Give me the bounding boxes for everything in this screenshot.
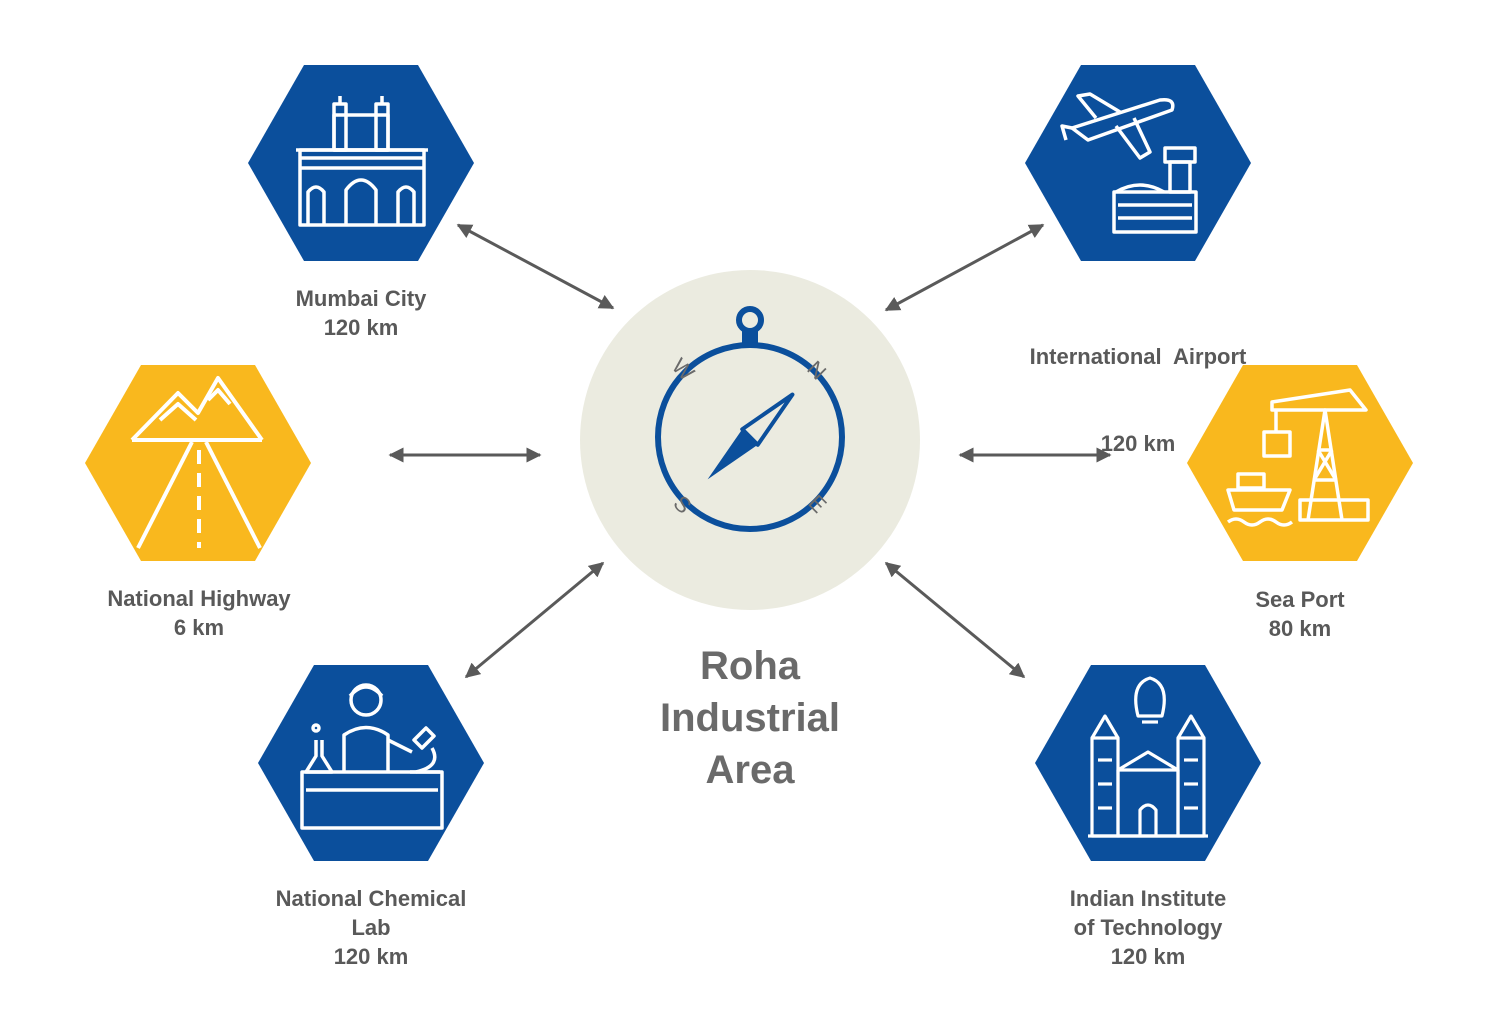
label-chemlab-distance: 120 km <box>333 944 409 969</box>
label-mumbai: Mumbai City 120 km <box>201 284 521 342</box>
label-seaport-distance: 80 km <box>1268 616 1332 641</box>
center-title: Roha Industrial Area <box>600 640 900 796</box>
arrow-mumbai <box>456 223 615 310</box>
center-title-line-2: Industrial <box>659 696 841 740</box>
label-chemlab: National Chemical Lab 120 km <box>211 884 531 971</box>
label-chemlab-name-1: National Chemical <box>275 886 467 911</box>
arrow-airport <box>884 223 1045 312</box>
institute-building-bulb-icon <box>1088 676 1208 838</box>
node-mumbai <box>248 65 474 261</box>
label-iit-distance: 120 km <box>1110 944 1186 969</box>
node-chemlab <box>258 665 484 861</box>
port-crane-ship-icon <box>1226 388 1370 527</box>
label-airport-distance: 120 km <box>1100 431 1176 456</box>
label-airport: International Airport 120 km <box>978 284 1298 516</box>
node-seaport <box>1187 365 1413 561</box>
node-airport <box>1025 65 1251 261</box>
label-iit-name-2: of Technology <box>1073 915 1223 940</box>
hex-mumbai <box>248 65 474 261</box>
label-iit: Indian Institute of Technology 120 km <box>988 884 1308 971</box>
center-title-line-1: Roha <box>700 644 800 688</box>
label-airport-name: International Airport <box>1029 344 1247 369</box>
arrow-iit <box>884 561 1026 679</box>
label-seaport: Sea Port 80 km <box>1140 585 1460 643</box>
airplane-airport-icon <box>1060 92 1198 234</box>
node-iit <box>1035 665 1261 861</box>
label-seaport-name: Sea Port <box>1255 587 1345 612</box>
hex-seaport <box>1187 365 1413 561</box>
hex-iit <box>1035 665 1261 861</box>
hex-chemlab <box>258 665 484 861</box>
node-highway <box>85 365 311 561</box>
label-highway-distance: 6 km <box>173 615 225 640</box>
label-highway-name: National Highway <box>107 586 291 611</box>
label-mumbai-name: Mumbai City <box>295 286 427 311</box>
center-hub: N S E W <box>580 270 920 610</box>
label-chemlab-name-2: Lab <box>351 915 391 940</box>
gateway-of-india-icon <box>296 96 428 227</box>
label-mumbai-distance: 120 km <box>323 315 399 340</box>
center-title-line-3: Area <box>705 748 795 792</box>
mountain-highway-icon <box>130 376 264 549</box>
label-iit-name-1: Indian Institute <box>1069 886 1227 911</box>
scientist-lab-icon <box>300 683 444 830</box>
arrow-chemlab <box>464 561 605 679</box>
label-highway: National Highway 6 km <box>39 584 359 642</box>
